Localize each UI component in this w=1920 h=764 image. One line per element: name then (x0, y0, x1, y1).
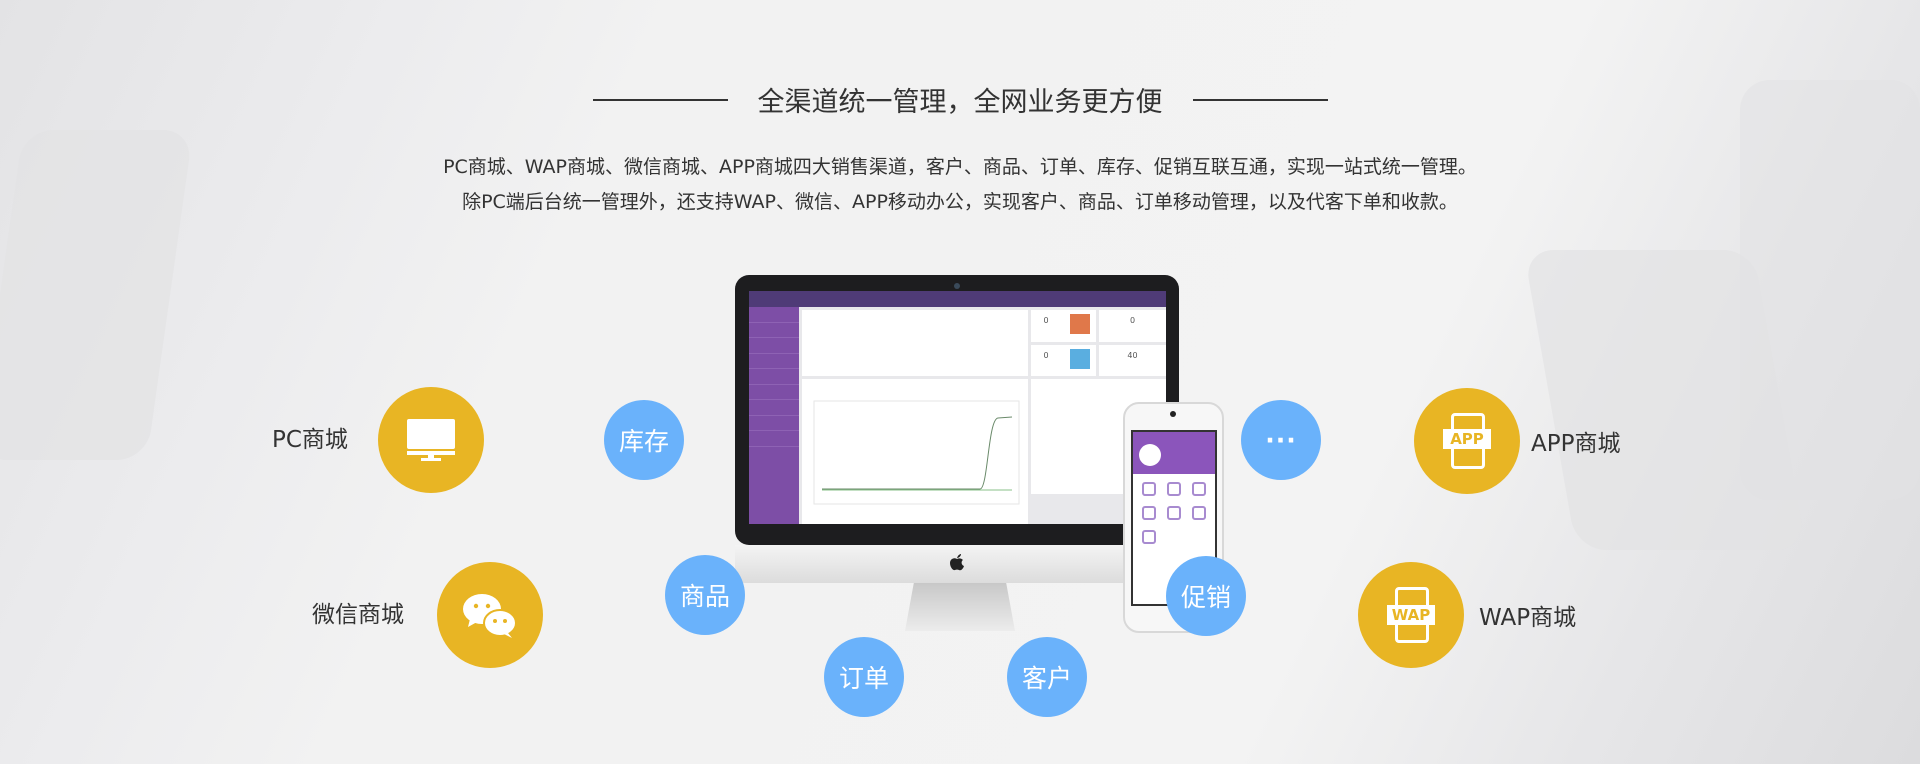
orders-button[interactable]: 订单 (824, 637, 904, 717)
customers-button[interactable]: 客户 (1007, 637, 1087, 717)
stat-value: 0 (1043, 316, 1049, 325)
section-title: 全渠道统一管理，全网业务更方便 (757, 87, 1163, 118)
stat-card: 40 (1099, 345, 1166, 376)
stat-value: 0 (1129, 316, 1136, 325)
wechat-mall-label: 微信商城 (312, 602, 404, 628)
wap-phone-icon: WAP (1387, 587, 1435, 643)
stat-card: 0 (1031, 310, 1096, 342)
app-badge: APP (1443, 429, 1491, 449)
description-line: PC商城、WAP商城、微信商城、APP商城四大销售渠道，客户、商品、订单、库存、… (443, 156, 1477, 178)
camera (954, 283, 960, 289)
description-line: 除PC端后台统一管理外，还支持WAP、微信、APP移动办公，实现客户、商品、订单… (462, 191, 1458, 213)
stat-value: 0 (1043, 351, 1049, 360)
section-header: 全渠道统一管理，全网业务更方便 (0, 80, 1920, 119)
monitor-icon (407, 419, 455, 461)
inventory-button[interactable]: 库存 (604, 400, 684, 480)
bg-window (1740, 80, 1920, 500)
wap-badge: WAP (1387, 605, 1435, 625)
divider (592, 98, 728, 101)
stat-card: 0 (1031, 345, 1096, 376)
promotions-button[interactable]: 促销 (1166, 556, 1246, 636)
products-button[interactable]: 商品 (665, 555, 745, 635)
divider (1192, 98, 1328, 101)
pc-mall-button[interactable] (378, 387, 484, 493)
trend-card (802, 379, 1028, 524)
wap-mall-label: WAP商城 (1479, 605, 1577, 631)
app-mall-button[interactable]: APP (1414, 388, 1520, 494)
pc-mall-label: PC商城 (272, 427, 348, 453)
dashboard-screenshot: 0 0 0 40 (749, 291, 1166, 524)
wechat-mall-button[interactable] (437, 562, 543, 668)
stat-card: 0 (1099, 310, 1166, 342)
todo-card (802, 310, 1028, 376)
monitor-mockup: 0 0 0 40 (735, 275, 1179, 545)
wechat-icon (463, 594, 517, 638)
wap-mall-button[interactable]: WAP (1358, 562, 1464, 668)
app-mall-label: APP商城 (1531, 431, 1621, 457)
dashboard-topbar (749, 291, 1166, 307)
more-button[interactable]: ··· (1241, 400, 1321, 480)
monitor-stand (905, 583, 1015, 631)
apple-logo-icon (950, 554, 964, 571)
trend-line-chart (813, 400, 1020, 505)
stat-value: 40 (1127, 351, 1138, 360)
app-phone-icon: APP (1443, 413, 1491, 469)
monitor-chin (735, 545, 1179, 583)
dashboard-sidebar (749, 307, 799, 524)
